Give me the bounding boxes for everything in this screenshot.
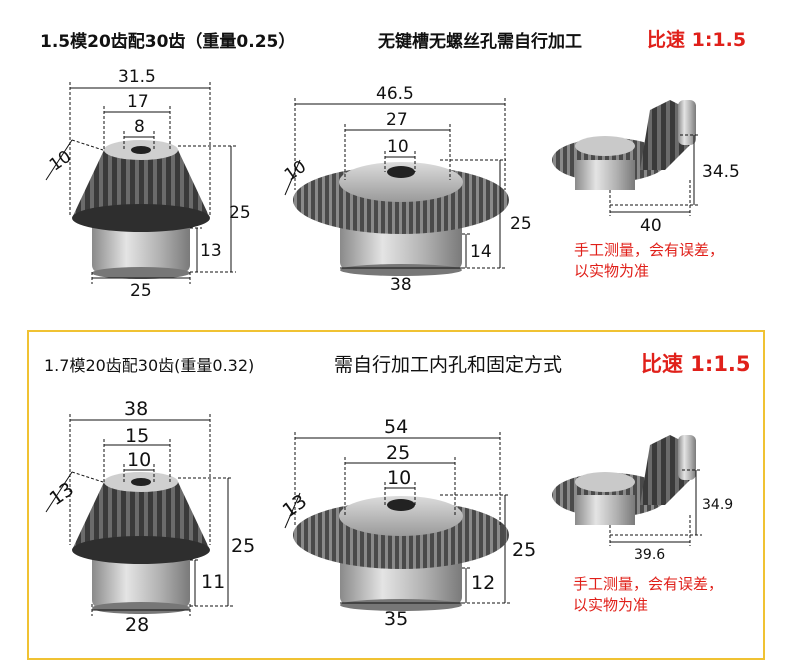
s2-pair-height-dim: 34.9 [702,497,734,513]
section2-ratio: 比速 1:1.5 [641,352,751,376]
s1-measure-note-line2: 以实物为准 [574,262,650,280]
s1-large-hubdia-dim: 38 [390,275,412,295]
s2-large-height-dim: 25 [512,539,537,561]
section1-note: 无键槽无螺丝孔需自行加工 [378,32,582,52]
s1-pair-height-dim: 34.5 [702,162,740,182]
s1-small-gear-image [72,140,210,279]
s1-small-hubdia-dim: 25 [130,281,152,301]
s2-large-outer-dim: 54 [384,416,409,438]
s1-pair-dim-lines [609,134,700,216]
s1-large-gear-image [293,162,509,276]
s1-large-mid-dim: 27 [386,110,408,130]
s1-large-outer-dim: 46.5 [376,84,414,104]
s2-large-dim-lines [284,432,510,604]
s2-small-bore-dim: 10 [127,449,152,471]
s2-measure-note-line2: 以实物为准 [573,596,649,614]
s1-gear-pair-image [552,100,696,190]
s1-small-height-dim: 25 [229,203,251,223]
s1-small-mid-dim: 17 [127,92,149,112]
s2-small-gear-image [72,472,210,614]
section-2-frame [27,330,765,660]
s2-pair-dim-lines [609,469,702,546]
section2-spec: 1.7模20齿配30齿(重量0.32) [44,356,255,375]
s2-gear-pair-image [552,435,696,525]
s1-small-hub-dim: 13 [200,241,222,261]
s2-large-hub-dim: 12 [471,572,496,594]
s1-small-dim-lines [45,82,236,284]
s1-large-dim-lines [284,98,506,269]
s1-small-outer-dim: 31.5 [118,67,156,87]
s2-small-height-dim: 25 [231,535,256,557]
s2-pair-width-dim: 39.6 [634,547,666,563]
s1-pair-width-dim: 40 [640,216,662,236]
s2-small-outer-dim: 38 [124,398,149,420]
section2-note: 需自行加工内孔和固定方式 [334,354,563,376]
s1-large-height-dim: 25 [510,214,532,234]
s2-large-bore-dim: 10 [387,467,412,489]
s1-small-bore-dim: 8 [134,117,145,137]
section1-ratio: 比速 1:1.5 [647,29,747,51]
s2-large-gear-image [293,496,509,611]
s2-small-hubdia-dim: 28 [125,614,150,636]
s2-small-mid-dim: 15 [125,425,150,447]
s1-large-bore-dim: 10 [387,137,409,157]
s2-measure-note-line1: 手工测量，会有误差， [573,575,724,593]
s2-small-dim-lines [45,414,233,616]
s2-large-mid-dim: 25 [386,442,411,464]
s1-measure-note-line1: 手工测量，会有误差， [574,241,725,259]
s2-large-hubdia-dim: 35 [384,608,409,630]
s1-large-hub-dim: 14 [470,242,492,262]
s2-small-hub-dim: 11 [201,571,226,593]
section1-spec: 1.5模20齿配30齿（重量0.25） [40,32,296,52]
